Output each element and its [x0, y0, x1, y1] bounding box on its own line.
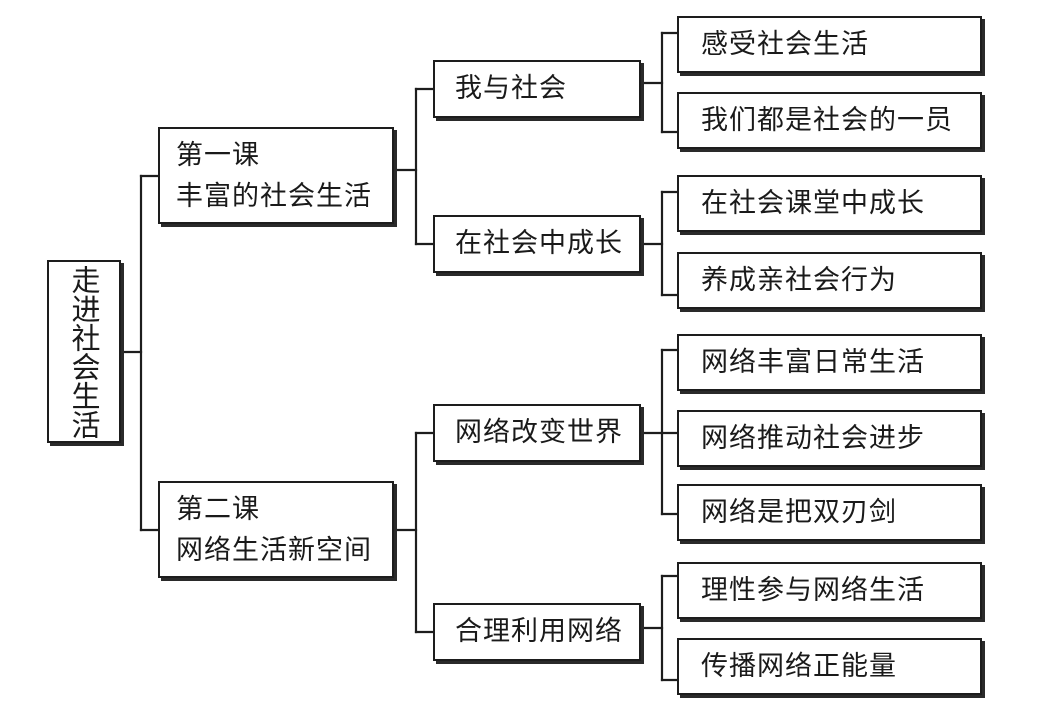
root-node: 走进社会生活 [47, 260, 121, 443]
section-label: 网络改变世界 [455, 417, 623, 448]
leaf-node: 在社会课堂中成长 [677, 175, 982, 232]
leaf-node: 养成亲社会行为 [677, 252, 982, 309]
leaf-node: 感受社会生活 [677, 16, 982, 73]
leaf-node: 传播网络正能量 [677, 638, 982, 695]
leaf-label: 网络是把双刃剑 [701, 496, 897, 528]
leaf-node: 理性参与网络生活 [677, 562, 982, 619]
leaf-label: 我们都是社会的一员 [701, 104, 953, 136]
leaf-node: 我们都是社会的一员 [677, 92, 982, 149]
leaf-label: 在社会课堂中成长 [701, 187, 925, 219]
lesson-node-2: 第二课 网络生活新空间 [158, 481, 394, 578]
leaf-label: 感受社会生活 [701, 28, 869, 60]
leaf-label: 网络丰富日常生活 [701, 346, 925, 378]
leaf-label: 网络推动社会进步 [701, 422, 925, 454]
section-label: 我与社会 [455, 73, 567, 104]
section-node-heli-liyong-wangluo: 合理利用网络 [433, 603, 641, 661]
leaf-label: 传播网络正能量 [701, 650, 897, 682]
section-node-wo-yu-shehui: 我与社会 [433, 60, 641, 118]
lesson-subtitle: 丰富的社会生活 [176, 180, 372, 212]
leaf-node: 网络是把双刃剑 [677, 484, 982, 541]
section-node-zai-shehui-zhong-chengzhang: 在社会中成长 [433, 215, 641, 273]
section-node-wangluo-gaibian-shijie: 网络改变世界 [433, 404, 641, 462]
leaf-label: 养成亲社会行为 [701, 264, 897, 296]
lesson-node-1: 第一课 丰富的社会生活 [158, 127, 394, 224]
root-label: 走进社会生活 [67, 264, 101, 439]
lesson-subtitle: 网络生活新空间 [176, 534, 372, 566]
lesson-title: 第一课 [176, 139, 260, 171]
section-label: 合理利用网络 [455, 616, 623, 647]
leaf-node: 网络推动社会进步 [677, 410, 982, 467]
lesson-title: 第二课 [176, 493, 260, 525]
section-label: 在社会中成长 [455, 228, 623, 259]
leaf-node: 网络丰富日常生活 [677, 334, 982, 391]
leaf-label: 理性参与网络生活 [701, 574, 925, 606]
